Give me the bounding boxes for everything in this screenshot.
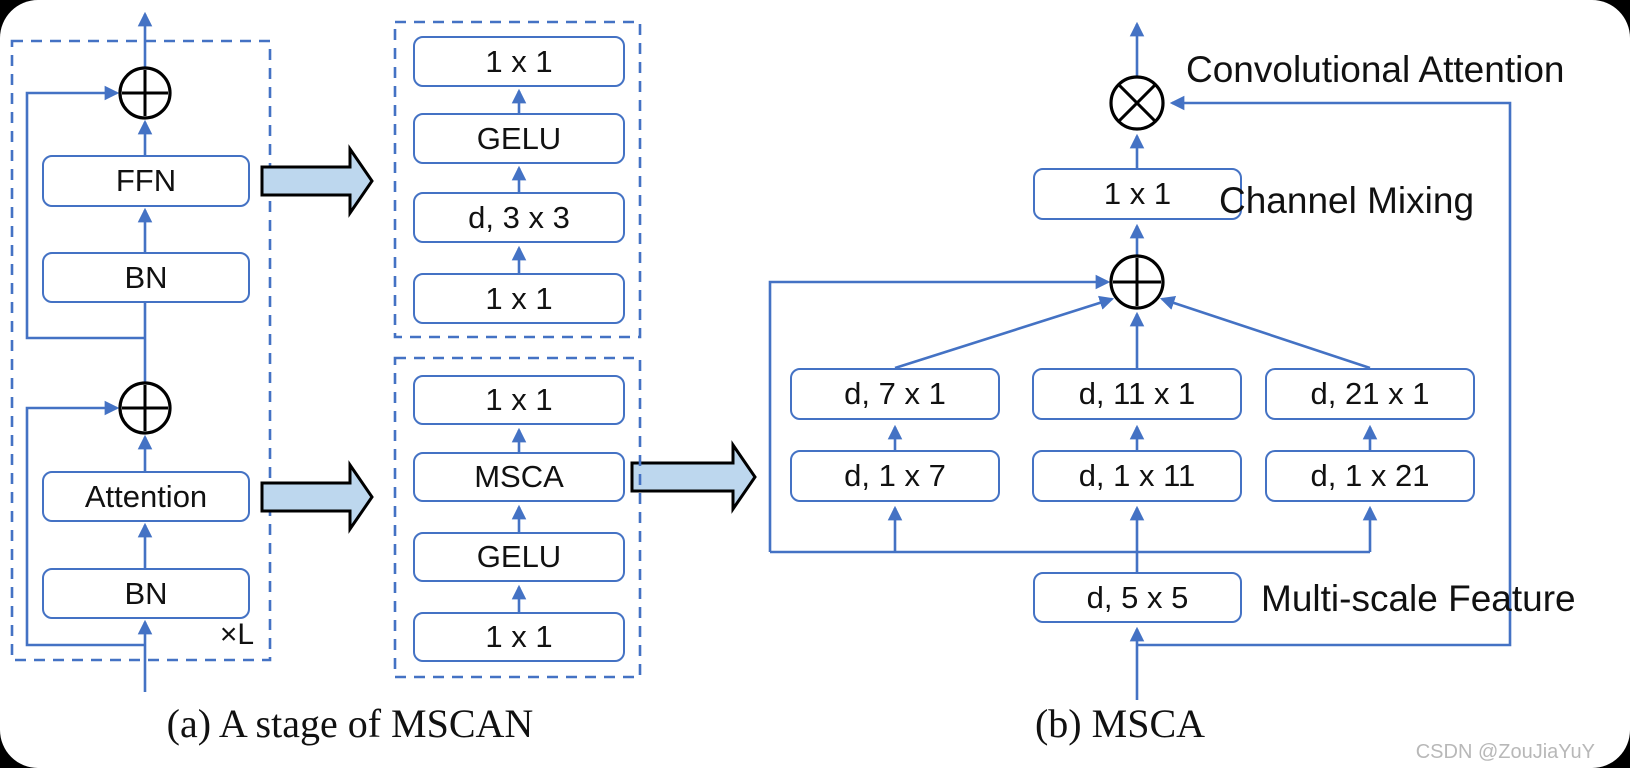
attention-weight-skip: [1137, 95, 1512, 647]
attention-skip-connection: [25, 400, 145, 647]
ffn-detail-dashed-border: [393, 20, 642, 339]
caption-a: (a) A stage of MSCAN: [166, 701, 534, 746]
conv-1x1-block: 1 x 1: [413, 612, 625, 662]
bn-block: BN: [42, 252, 250, 303]
msca-expand-block-arrow: [630, 440, 757, 514]
caption-b: (b) MSCA: [1034, 701, 1206, 746]
repeat-count-label: ×L: [219, 618, 255, 651]
ffn-block: FFN: [42, 155, 250, 207]
branch7-to-add-arrow: [894, 295, 1115, 370]
dwconv-3x3-block: d, 3 x 3: [413, 192, 625, 243]
times-glyph: [1117, 83, 1157, 123]
attention-block: Attention: [42, 471, 250, 522]
dwconv-5x5-block: d, 5 x 5: [1033, 572, 1242, 623]
csdn-watermark: CSDN @ZouJiaYuY: [1415, 741, 1595, 763]
branch21-to-add-arrow: [1159, 295, 1371, 370]
stage-dashed-border: [10, 39, 272, 662]
ffn-skip-connection: [25, 85, 145, 340]
conv-1x1-block: 1 x 1: [413, 375, 625, 425]
conv-1x1-block: 1 x 1: [413, 36, 625, 87]
branch7-row1-block: d, 7 x 1: [790, 368, 1000, 420]
attn-detail-dashed-border: [393, 356, 642, 679]
conv-1x1-block: 1 x 1: [413, 273, 625, 324]
plus-glyph: [122, 70, 168, 116]
branch21-row2-block: d, 1 x 21: [1265, 450, 1475, 502]
branch7-row2-block: d, 1 x 7: [790, 450, 1000, 502]
plus-glyph: [1113, 258, 1161, 306]
channel-mixing-conv-block: 1 x 1: [1033, 168, 1242, 220]
bn-block: BN: [42, 568, 250, 619]
multi-scale-feature-label: Multi-scale Feature: [1261, 578, 1576, 619]
channel-mixing-label: Channel Mixing: [1219, 180, 1475, 221]
gelu-block: GELU: [413, 113, 625, 164]
plus-glyph: [122, 385, 168, 431]
ffn-expand-block-arrow: [260, 144, 374, 218]
msca-block: MSCA: [413, 452, 625, 502]
gelu-block: GELU: [413, 532, 625, 582]
branch11-row1-block: d, 11 x 1: [1032, 368, 1242, 420]
identity-branch: [768, 274, 1111, 552]
convolutional-attention-label: Convolutional Attention: [1186, 49, 1565, 90]
attention-expand-block-arrow: [260, 460, 374, 534]
branch11-row2-block: d, 1 x 11: [1032, 450, 1242, 502]
branch21-row1-block: d, 21 x 1: [1265, 368, 1475, 420]
